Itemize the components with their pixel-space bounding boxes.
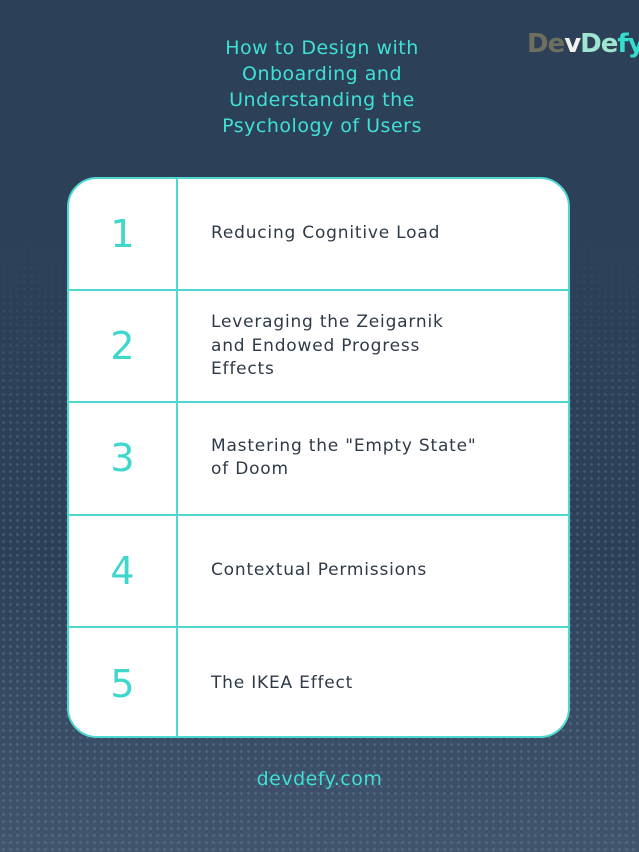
table-row: 5 The IKEA Effect [69,627,568,736]
item-number: 5 [69,627,178,736]
table-row: 2 Leveraging the Zeigarnik and Endowed Pr… [69,291,568,404]
table-row: 3 Mastering the "Empty State" of Doom [69,403,568,516]
item-number: 1 [69,179,178,290]
logo-part: v [564,29,581,59]
logo-part: De [527,29,565,59]
item-label: Leveraging the Zeigarnik and Endowed Pro… [211,312,444,380]
item-label: Contextual Permissions [211,559,428,580]
logo-part: fy [617,29,639,59]
item-number: 2 [69,291,178,402]
topics-table: 1 Reducing Cognitive Load 2 Leveraging the… [67,177,570,738]
item-label: The IKEA Effect [211,673,354,694]
item-number: 4 [69,515,178,626]
page-title: How to Design with Onboarding and Unders… [222,37,422,137]
devdefy-logo: DevDefy [527,29,639,59]
item-number: 3 [69,403,178,514]
logo-part: De [580,29,618,59]
item-label: Reducing Cognitive Load [211,223,441,244]
website-link[interactable]: devdefy.com [256,768,383,790]
table-row: 4 Contextual Permissions [69,515,568,628]
table-row: 1 Reducing Cognitive Load [69,179,568,292]
item-label: Mastering the "Empty State" of Doom [211,435,477,480]
